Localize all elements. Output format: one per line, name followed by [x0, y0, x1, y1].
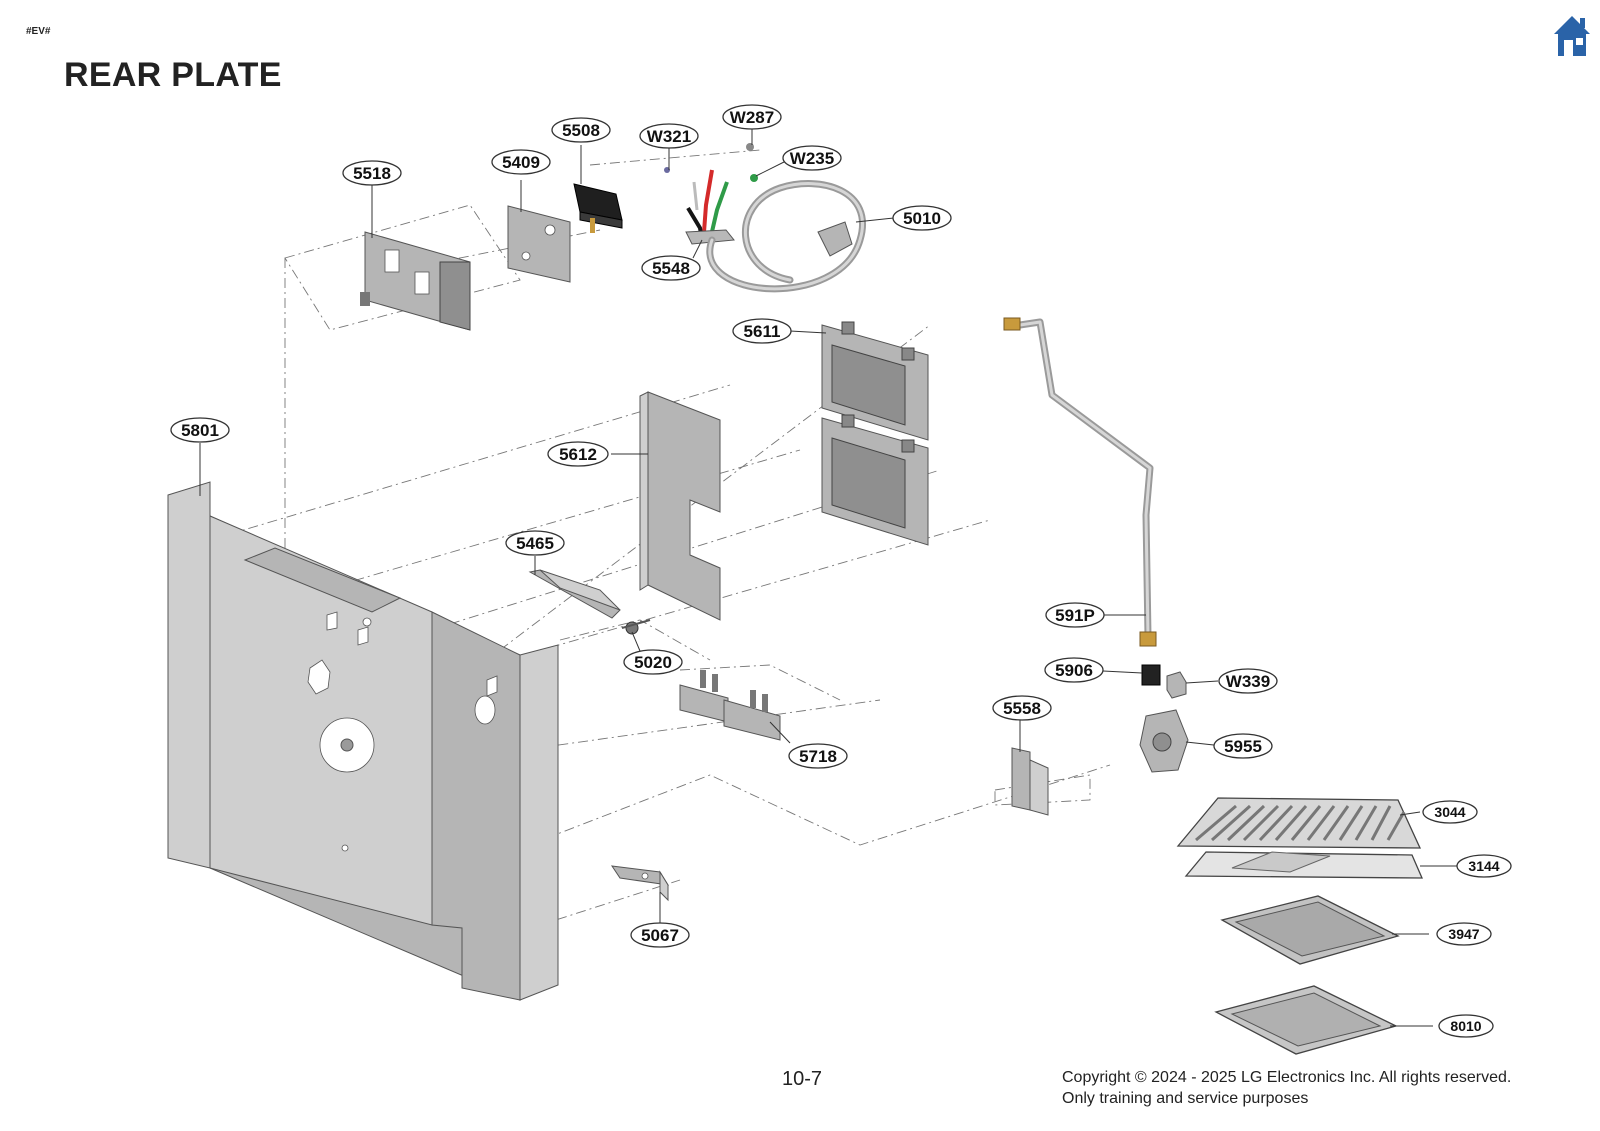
- callout-5906: 5906: [1044, 657, 1104, 683]
- svg-text:W287: W287: [730, 108, 774, 127]
- svg-text:5409: 5409: [502, 153, 540, 172]
- callout-leader-lines: [199, 128, 1458, 1027]
- part-591P-gas-pipe: [1003, 317, 1157, 647]
- part-5801-rear-plate: [167, 481, 559, 1001]
- part-5465-bracket: [528, 569, 621, 619]
- callout-5801: 5801: [170, 417, 230, 443]
- callout-5465: 5465: [505, 530, 565, 556]
- svg-text:3144: 3144: [1468, 858, 1499, 874]
- callout-W235: W235: [782, 145, 842, 171]
- part-W339-nut: [1166, 671, 1187, 699]
- svg-text:5010: 5010: [903, 209, 941, 228]
- page-number: 10-7: [782, 1068, 823, 1090]
- svg-text:5548: 5548: [652, 259, 690, 278]
- part-5020-sensor: [621, 619, 651, 635]
- svg-text:3044: 3044: [1434, 804, 1465, 820]
- callout-5612: 5612: [547, 441, 609, 467]
- svg-text:5955: 5955: [1224, 737, 1262, 756]
- svg-text:5611: 5611: [744, 322, 781, 341]
- callout-3144: 3144: [1456, 854, 1512, 878]
- part-8010-solid-pan: [1214, 985, 1398, 1055]
- svg-text:5518: 5518: [353, 164, 391, 183]
- page-title: REAR PLATE: [64, 56, 282, 94]
- model-code: #EV#: [26, 26, 51, 37]
- callout-5508: 5508: [551, 117, 611, 143]
- callout-8010: 8010: [1438, 1014, 1494, 1038]
- part-5718-relay-blocks: [679, 670, 781, 741]
- svg-text:5067: 5067: [641, 926, 679, 945]
- callout-5020: 5020: [623, 649, 683, 675]
- svg-text:W339: W339: [1226, 672, 1270, 691]
- callout-5518: 5518: [342, 160, 402, 186]
- callout-3044: 3044: [1422, 800, 1478, 824]
- svg-text:5020: 5020: [634, 653, 672, 672]
- part-3144-baking-tray: [1184, 851, 1423, 879]
- callout-5558: 5558: [992, 695, 1052, 721]
- svg-text:W321: W321: [647, 127, 691, 146]
- copyright-notice: Copyright © 2024 - 2025 LG Electronics I…: [1062, 1067, 1511, 1109]
- part-5611-boards: [821, 321, 929, 546]
- callout-5067: 5067: [630, 922, 690, 948]
- usage-note: Only training and service purposes: [1062, 1090, 1309, 1107]
- part-5067-bracket: [610, 865, 669, 902]
- part-5612-shield: [639, 391, 721, 621]
- callout-5611: 5611: [732, 318, 792, 344]
- callout-5409: 5409: [491, 149, 551, 175]
- svg-text:5508: 5508: [562, 121, 600, 140]
- svg-text:5801: 5801: [181, 421, 219, 440]
- callout-5718: 5718: [788, 743, 848, 769]
- part-5906-fitting: [1141, 664, 1161, 686]
- home-icon[interactable]: [1552, 12, 1592, 58]
- svg-text:5906: 5906: [1055, 661, 1093, 680]
- svg-text:591P: 591P: [1055, 606, 1095, 625]
- callout-3947: 3947: [1436, 922, 1492, 946]
- callout-5010: 5010: [892, 205, 952, 231]
- callout-W287: W287: [722, 104, 782, 130]
- copyright-line: Copyright © 2024 - 2025 LG Electronics I…: [1062, 1069, 1512, 1086]
- part-5548-wire-harness: [664, 143, 758, 245]
- svg-text:8010: 8010: [1450, 1018, 1481, 1034]
- callout-W321: W321: [639, 123, 699, 149]
- part-5955-valve: [1139, 709, 1189, 773]
- callout-W339: W339: [1218, 668, 1278, 694]
- part-5518-bracket: [360, 231, 471, 331]
- part-3947-perforated-pan: [1220, 895, 1400, 965]
- svg-text:W235: W235: [790, 149, 834, 168]
- svg-text:3947: 3947: [1448, 926, 1479, 942]
- svg-text:5718: 5718: [799, 747, 837, 766]
- part-5010-power-cord: [706, 180, 866, 293]
- part-5409-plate: [507, 205, 571, 283]
- svg-text:5558: 5558: [1003, 699, 1041, 718]
- svg-text:5465: 5465: [516, 534, 554, 553]
- part-3044-wire-rack: [1176, 797, 1422, 849]
- callout-591P: 591P: [1045, 602, 1105, 628]
- svg-text:5612: 5612: [559, 445, 597, 464]
- callout-5955: 5955: [1213, 733, 1273, 759]
- part-5558-bracket: [1011, 747, 1049, 816]
- part-5508-terminal-block: [573, 183, 623, 233]
- callout-5548: 5548: [641, 255, 701, 281]
